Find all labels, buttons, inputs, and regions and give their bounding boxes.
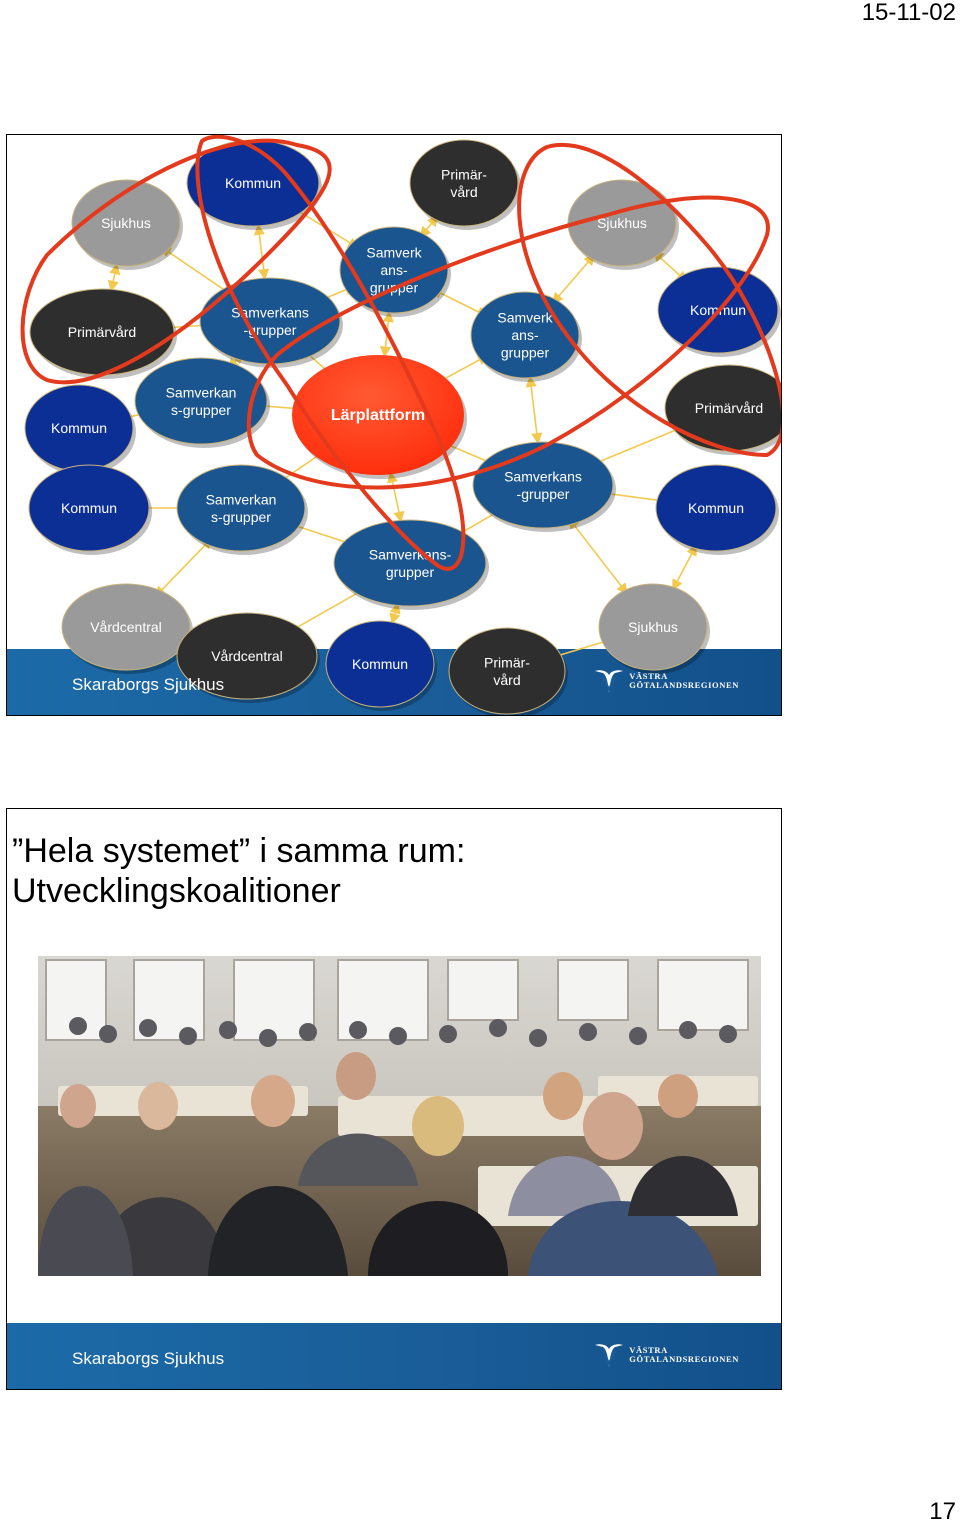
node-label: Vårdcentral	[90, 619, 162, 635]
node-label: Kommun	[352, 656, 408, 672]
node-kommun-5: Kommun	[656, 465, 779, 555]
connector-arrow	[155, 538, 211, 596]
node-samverkans-3: Samverkans-grupper	[334, 520, 489, 610]
connector-arrow	[569, 518, 627, 593]
slide-coalitions: ”Hela systemet” i samma rum: Utvecklings…	[6, 808, 782, 1390]
vgr-logo: VÄSTRA GÖTALANDSREGIONEN	[593, 667, 739, 695]
node-primarvard-3: Primärvård	[665, 365, 781, 455]
vgr-logo-line2: GÖTALANDSREGIONEN	[629, 1355, 739, 1364]
vgr-logo-line2: GÖTALANDSREGIONEN	[629, 681, 739, 690]
footer-text: Skaraborgs Sjukhus	[72, 1349, 224, 1369]
vgr-logo: VÄSTRA GÖTALANDSREGIONEN	[593, 1341, 739, 1369]
node-label: Vårdcentral	[211, 648, 283, 664]
conference-photo	[38, 956, 761, 1276]
node-label: Sjukhus	[101, 215, 151, 231]
node-kommun-3: Kommun	[25, 385, 136, 475]
node-label: Primärvård	[68, 324, 136, 340]
node-kommun-4: Kommun	[29, 465, 152, 555]
node-vardcentral-1: Vårdcentral	[62, 584, 193, 674]
connector-arrow	[673, 545, 697, 590]
connector-arrow	[390, 472, 401, 521]
node-label: Sjukhus	[628, 619, 678, 635]
node-sjukhus-2: Sjukhus	[568, 180, 679, 270]
node-label: Lärplattform	[331, 407, 425, 424]
vgr-logo-icon	[593, 1341, 625, 1369]
node-label: Kommun	[51, 420, 107, 436]
node-kommun-6: Kommun	[326, 621, 437, 711]
node-sjukhus-3: Sjukhus	[599, 584, 710, 674]
node-sjukhus-1: Sjukhus	[72, 180, 183, 270]
node-larplattform: Lärplattform	[292, 355, 467, 479]
node-label: Kommun	[225, 175, 281, 191]
page-number: 17	[929, 1498, 956, 1526]
node-label: Kommun	[688, 500, 744, 516]
connector-arrow	[530, 377, 538, 443]
connector-arrow	[258, 225, 265, 279]
connector-arrow	[553, 255, 595, 303]
node-label: Kommun	[61, 500, 117, 516]
footer-text: Skaraborgs Sjukhus	[72, 675, 224, 695]
node-label: Primärvård	[695, 400, 763, 416]
node-primarvard-1: Primär-vård	[410, 140, 521, 230]
vgr-logo-icon	[593, 667, 625, 695]
node-primarvard-2: Primärvård	[30, 289, 177, 379]
slide-title: ”Hela systemet” i samma rum: Utvecklings…	[12, 831, 465, 911]
node-samverkans-2: Samverkans-grupper	[473, 442, 616, 532]
node-primarvard-4: Primär-vård	[449, 628, 568, 715]
page-date: 15-11-02	[862, 0, 956, 27]
